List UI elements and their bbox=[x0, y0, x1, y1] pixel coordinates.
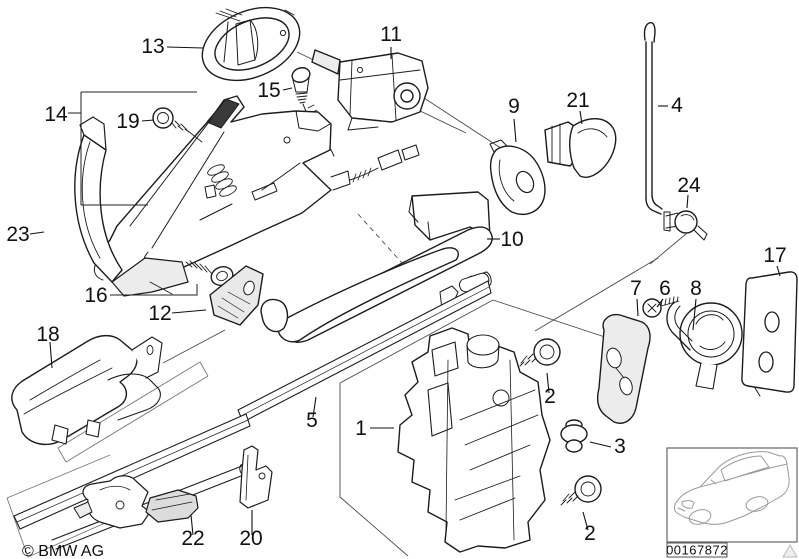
part-14-handle-carrier bbox=[93, 95, 420, 292]
callout-15: 15 bbox=[257, 79, 280, 102]
part-6-screw bbox=[642, 296, 680, 318]
callout-18: 18 bbox=[36, 323, 59, 346]
part-19-screw bbox=[152, 107, 203, 143]
callout-7: 7 bbox=[630, 277, 642, 300]
part-17-lock-plate bbox=[741, 271, 798, 397]
triangle-mark-icon bbox=[782, 544, 798, 558]
part-drawings bbox=[11, 6, 798, 553]
callout-2-lower: 2 bbox=[584, 522, 596, 545]
callout-17: 17 bbox=[763, 244, 786, 267]
callout-labels: 13 11 15 14 19 23 16 12 18 9 21 4 24 10 … bbox=[6, 23, 786, 550]
part-7-striker-cover bbox=[597, 313, 651, 424]
part-2-screw-lower bbox=[560, 475, 602, 506]
part-2-screw-upper bbox=[519, 338, 561, 367]
copyright-text: © BMW AG bbox=[22, 543, 104, 559]
part-8-striker bbox=[666, 301, 743, 390]
part-11-lock-actuator bbox=[311, 49, 429, 131]
callout-6: 6 bbox=[659, 277, 671, 300]
part-9-handle-cover bbox=[489, 139, 546, 216]
callout-5: 5 bbox=[306, 409, 318, 432]
car-inset: 00167872 bbox=[666, 447, 798, 558]
callout-21: 21 bbox=[566, 89, 589, 112]
part-3-grommet bbox=[560, 419, 588, 453]
part-18-inner-housing bbox=[11, 334, 163, 446]
callout-4: 4 bbox=[671, 94, 683, 117]
part-20-bracket bbox=[239, 445, 273, 509]
callout-1: 1 bbox=[355, 417, 367, 440]
callout-22: 22 bbox=[181, 527, 204, 550]
reference-lines bbox=[6, 51, 687, 558]
callout-brackets bbox=[68, 91, 198, 296]
diagram-number-box bbox=[666, 542, 728, 558]
part-cable-lever bbox=[73, 475, 151, 529]
part-22-clip bbox=[145, 489, 199, 523]
bracket-14 bbox=[68, 91, 197, 206]
callout-10: 10 bbox=[500, 228, 523, 251]
part-4-lock-rod bbox=[643, 22, 663, 215]
part-12-gasket bbox=[209, 265, 264, 326]
callout-13: 13 bbox=[141, 35, 164, 58]
callout-14: 14 bbox=[44, 103, 68, 126]
callout-23: 23 bbox=[6, 223, 29, 246]
part-1-door-lock bbox=[397, 327, 551, 553]
part-21-lock-covers bbox=[544, 118, 617, 178]
part-24-grommet bbox=[663, 210, 708, 241]
callout-19: 19 bbox=[116, 110, 139, 133]
callout-2-upper: 2 bbox=[544, 385, 556, 408]
callout-11: 11 bbox=[380, 23, 402, 46]
callout-12: 12 bbox=[148, 302, 171, 325]
callout-20: 20 bbox=[239, 527, 262, 550]
bmw-car-outline-icon bbox=[674, 451, 790, 525]
callout-3: 3 bbox=[614, 435, 626, 458]
part-23-strap bbox=[74, 116, 189, 297]
callout-8: 8 bbox=[690, 277, 702, 300]
leader-lines bbox=[29, 46, 781, 536]
callout-16: 16 bbox=[84, 284, 107, 307]
bracket-16 bbox=[110, 284, 198, 296]
callout-24: 24 bbox=[677, 174, 701, 197]
callout-9: 9 bbox=[508, 95, 520, 118]
part-13-interior-handle-bezel bbox=[201, 6, 301, 82]
diagram-number: 00167872 bbox=[666, 543, 728, 558]
